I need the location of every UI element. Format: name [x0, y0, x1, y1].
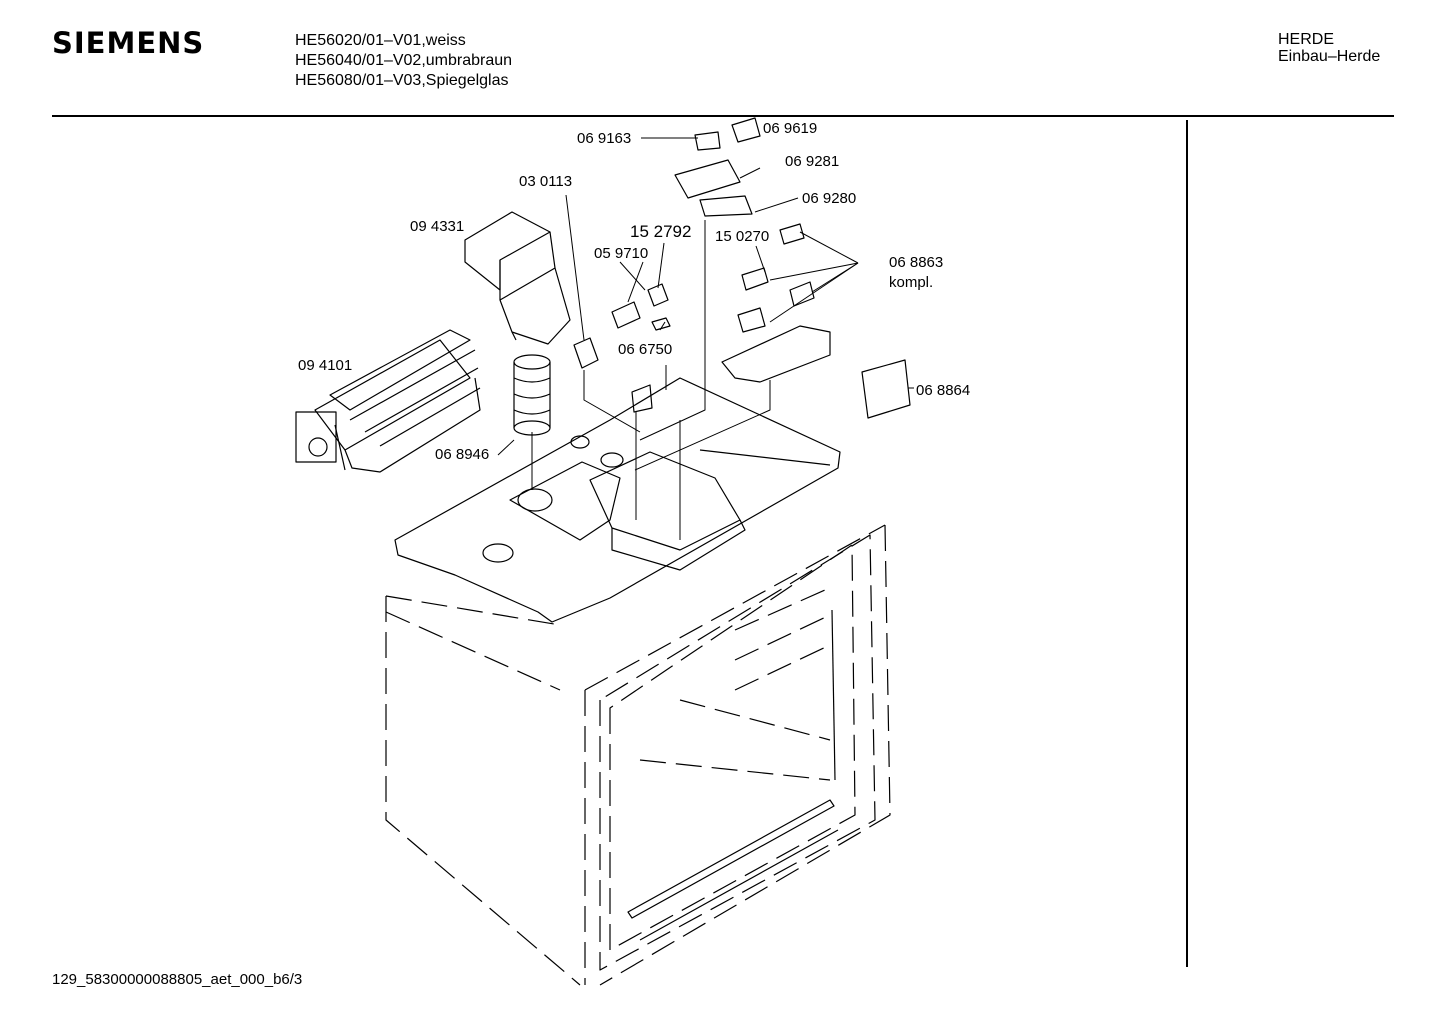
part-label: 15 2792 — [630, 222, 691, 241]
model-list: HE56020/01–V01,weiss HE56040/01–V02,umbr… — [295, 31, 512, 91]
model-line: HE56080/01–V03,Spiegelglas — [295, 72, 509, 89]
document-id: 129_58300000088805_aet_000_b6/3 — [52, 971, 303, 988]
category-title: HERDE — [1278, 31, 1335, 48]
small-parts — [573, 117, 911, 419]
brand-logo: SIEMENS — [52, 26, 205, 60]
model-line: HE56020/01–V01,weiss — [295, 32, 466, 49]
oven-body — [385, 524, 891, 986]
part-label: 09 4101 — [298, 357, 352, 374]
oven-door-handles — [627, 609, 839, 941]
part-label: 06 6750 — [618, 341, 672, 358]
part-label: 06 8946 — [435, 446, 489, 463]
category-block: HERDE Einbau–Herde — [1278, 31, 1380, 65]
tangential-fan — [295, 329, 481, 473]
top-mounting-plate — [394, 377, 841, 623]
filter-cylinder — [513, 354, 551, 436]
model-line: HE56040/01–V02,umbrabraun — [295, 52, 513, 69]
part-label: 06 8864 — [916, 382, 970, 399]
category-subtitle: Einbau–Herde — [1278, 48, 1381, 65]
part-label: 06 9163 — [577, 130, 631, 147]
leader-lines — [497, 137, 914, 540]
part-label: 03 0113 — [519, 173, 572, 190]
part-label: 09 4331 — [410, 218, 464, 235]
part-label: 06 8863 — [889, 254, 943, 271]
part-label: 06 9281 — [785, 153, 839, 170]
fan-housing — [464, 211, 571, 345]
part-label: 06 9280 — [802, 190, 856, 207]
part-label: 06 9619 — [763, 120, 817, 137]
part-label: 05 9710 — [594, 245, 648, 262]
part-label: 15 0270 — [715, 228, 769, 245]
header-divider — [52, 115, 1394, 117]
side-divider — [1186, 120, 1188, 967]
part-label-note: kompl. — [889, 274, 933, 291]
